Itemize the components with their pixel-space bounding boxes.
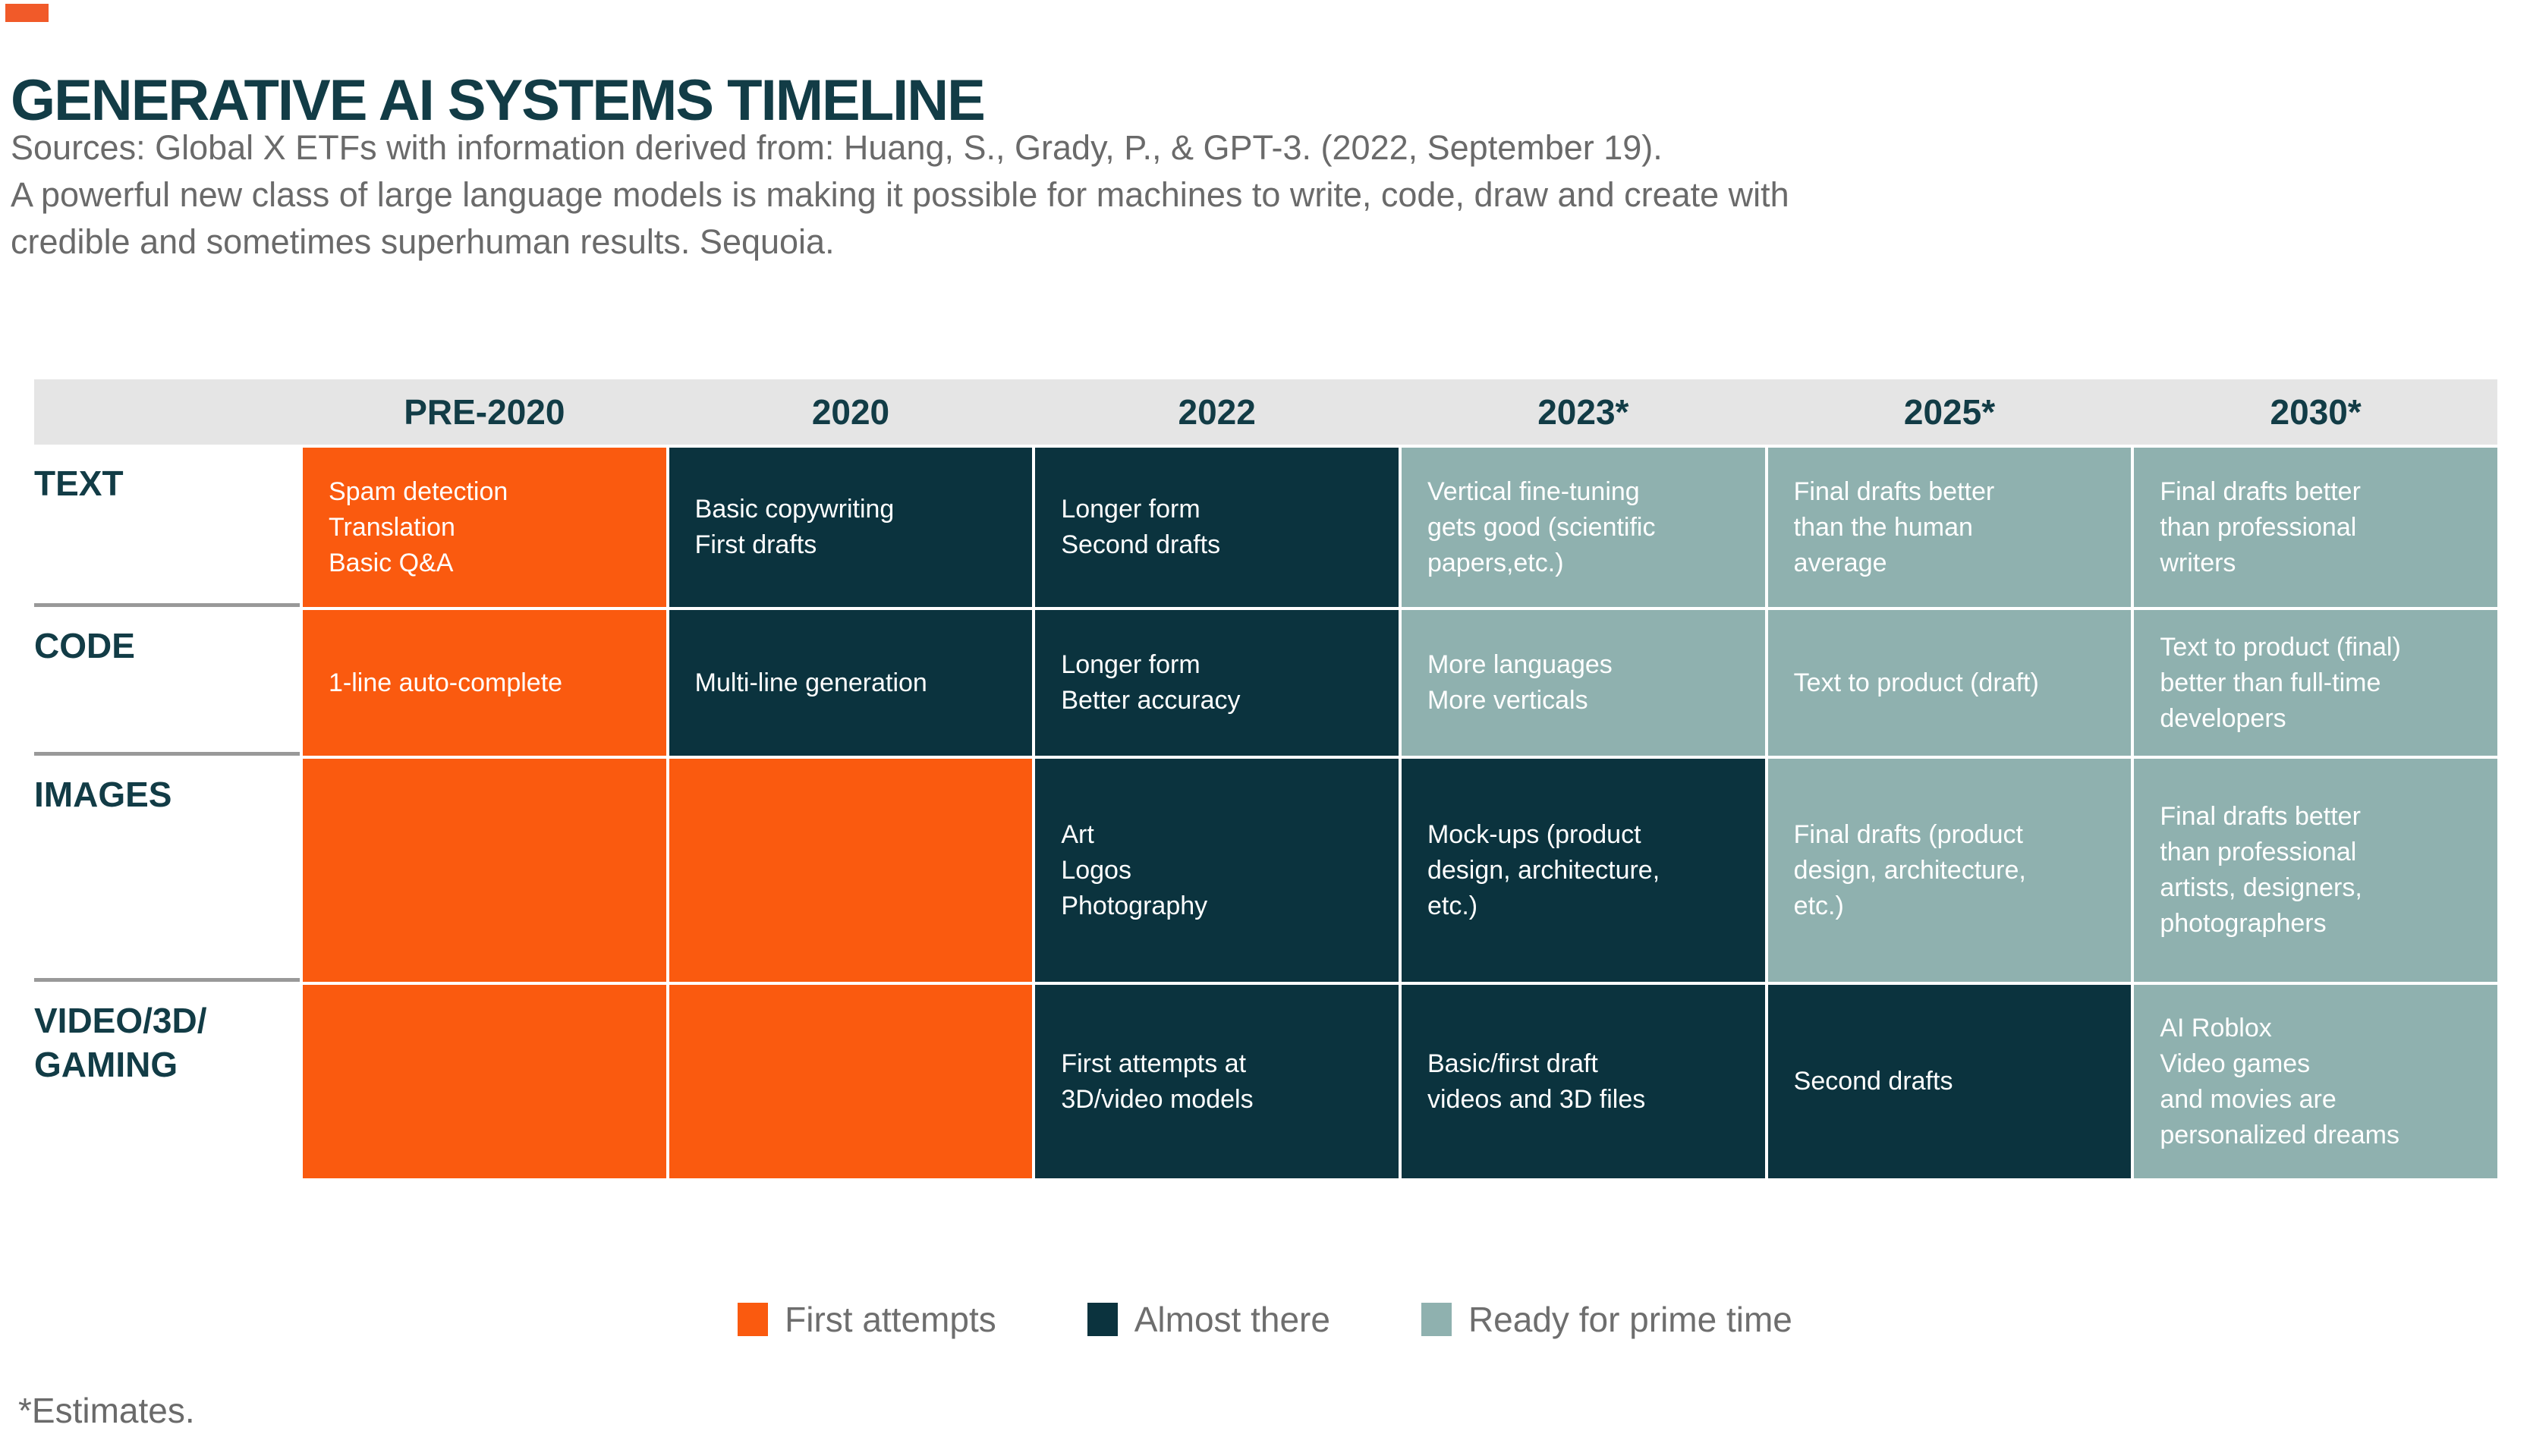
- column-header-2030: 2030*: [2270, 392, 2362, 432]
- column-header-2022: 2022: [1178, 392, 1256, 432]
- table-cell: Basic copywriting First drafts: [669, 448, 1033, 607]
- table-cell: Final drafts better than the human avera…: [1767, 448, 2132, 607]
- table-cell: Multi-line generation: [669, 610, 1033, 756]
- table-cell: Longer form Second drafts: [1035, 448, 1399, 607]
- estimates-footnote: *Estimates.: [18, 1391, 195, 1430]
- table-cell: Text to product (draft): [1767, 610, 2132, 756]
- table-header-row: PRE-2020 2020 2022 2023* 2025* 2030*: [34, 379, 2497, 445]
- table-cell: AI Roblox Video games and movies are per…: [2134, 985, 2497, 1178]
- table-cell: Spam detection Translation Basic Q&A: [303, 448, 666, 607]
- table-cell: Final drafts better than professional wr…: [2134, 448, 2497, 607]
- column-header-pre-2020: PRE-2020: [404, 392, 565, 432]
- legend-label: Ready for prime time: [1468, 1300, 1792, 1339]
- row-label-text: TEXT: [34, 448, 300, 607]
- source-attribution-text: Sources: Global X ETFs with information …: [11, 128, 1789, 261]
- legend-item-ready-for-prime-time: Ready for prime time: [1421, 1299, 1792, 1340]
- table-cell: Final drafts better than professional ar…: [2134, 759, 2497, 982]
- table-cell: Vertical fine-tuning gets good (scientif…: [1401, 448, 1765, 607]
- legend-item-first-attempts: First attempts: [738, 1299, 996, 1340]
- legend-label: First attempts: [785, 1300, 996, 1339]
- row-label-video-3d-gaming: VIDEO/3D/ GAMING: [34, 985, 300, 1178]
- column-header-2025: 2025*: [1903, 392, 1996, 432]
- legend-label: Almost there: [1134, 1300, 1330, 1339]
- legend-swatch-icon: [1421, 1303, 1452, 1336]
- table-cell: Final drafts (product design, architectu…: [1767, 759, 2132, 982]
- table-cell: More languages More verticals: [1401, 610, 1765, 756]
- table-cell: Longer form Better accuracy: [1035, 610, 1399, 756]
- table-cell: Art Logos Photography: [1035, 759, 1399, 982]
- row-label-code: CODE: [34, 610, 300, 756]
- table-cell: [669, 759, 1033, 982]
- timeline-table: PRE-2020 2020 2022 2023* 2025* 2030* TEX…: [34, 379, 2497, 1178]
- legend: First attempts Almost there Ready for pr…: [0, 1299, 2530, 1340]
- table-cell: First attempts at 3D/video models: [1035, 985, 1399, 1178]
- column-header-2020: 2020: [811, 392, 890, 432]
- table-cell: [303, 985, 666, 1178]
- accent-bar: [5, 4, 49, 22]
- table-cell: Basic/first draft videos and 3D files: [1401, 985, 1765, 1178]
- header-spacer: [34, 379, 300, 445]
- column-header-2023: 2023*: [1537, 392, 1629, 432]
- table-cell: Text to product (final) better than full…: [2134, 610, 2497, 756]
- row-label-images: IMAGES: [34, 759, 300, 982]
- table-cell: [669, 985, 1033, 1178]
- table-cell: 1-line auto-complete: [303, 610, 666, 756]
- table-cell: Second drafts: [1767, 985, 2132, 1178]
- legend-swatch-icon: [738, 1303, 769, 1336]
- table-cell: [303, 759, 666, 982]
- legend-swatch-icon: [1087, 1303, 1118, 1336]
- legend-item-almost-there: Almost there: [1087, 1299, 1330, 1340]
- table-cell: Mock-ups (product design, architecture, …: [1401, 759, 1765, 982]
- page-title: GENERATIVE AI SYSTEMS TIMELINE: [11, 68, 986, 133]
